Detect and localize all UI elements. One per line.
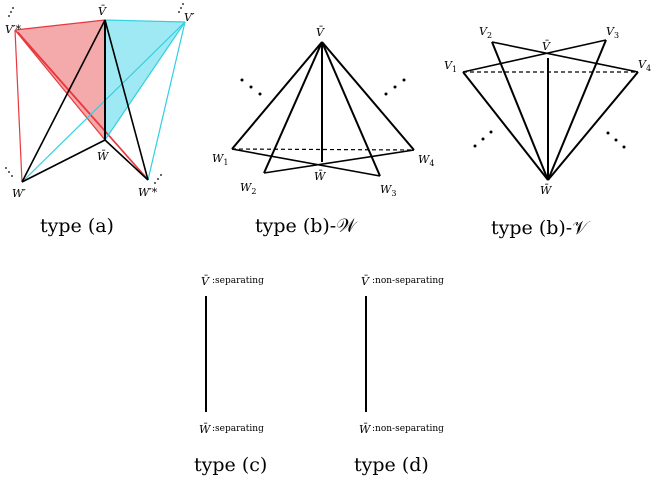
tag-d-top: :non-separating xyxy=(372,276,444,286)
tag-c-bottom: :separating xyxy=(212,424,264,434)
caption-type-c: type (c) xyxy=(194,454,267,476)
dot-left xyxy=(240,78,244,82)
edge-w1-w3 xyxy=(231,148,381,177)
edge-wbar-v4 xyxy=(547,71,639,181)
red-edge-top xyxy=(14,19,106,31)
diagram-type-a: V̄ V′* V′ W̄ W′ W′* type (a) xyxy=(5,3,195,237)
cyan-edge-top xyxy=(104,19,186,23)
label-vbar-c: V̄ xyxy=(201,275,210,288)
red-edge-diagonal-1 xyxy=(14,29,149,181)
cyan-edge-to-wbar xyxy=(104,21,186,141)
edge-vbar-w2 xyxy=(263,41,323,174)
diagram-type-b-v: V̄ W̄ V1 V2 V3 V4 type (b)-𝒱 xyxy=(444,25,651,239)
label-v1: V1 xyxy=(444,59,457,74)
black-edge-wbar-wprime xyxy=(21,139,106,183)
label-v-prime-star: V′* xyxy=(5,23,21,36)
tag-d-bottom: :non-separating xyxy=(372,424,444,434)
label-w3: W3 xyxy=(380,183,396,198)
edge-vbar-w1 xyxy=(231,41,323,150)
dot-right xyxy=(614,138,618,142)
label-w2: W2 xyxy=(240,181,256,196)
tag-c-top: :separating xyxy=(212,276,264,286)
cyan-edge-right xyxy=(147,21,186,181)
dot-right xyxy=(402,78,406,82)
label-v4: V4 xyxy=(638,58,651,73)
dot-right xyxy=(622,145,626,149)
dot-w-prime-star xyxy=(160,174,162,176)
dot-v-prime xyxy=(178,11,180,13)
dot-v-prime xyxy=(180,7,182,9)
dot-v-prime xyxy=(182,3,184,5)
red-edge-to-wbar xyxy=(14,29,106,141)
label-wbar-d: W̄ xyxy=(359,423,372,436)
red-edge-diagonal-2 xyxy=(17,31,147,178)
label-w-prime: W′ xyxy=(12,187,26,200)
cyan-edge-diagonal xyxy=(21,21,186,183)
label-v3: V3 xyxy=(606,25,619,40)
dot-left xyxy=(258,92,262,96)
black-edge-vbar-wprime-star xyxy=(104,19,149,181)
diagram-type-b-w: V̄ W̄ W1 W2 W3 W4 type (b)-𝒲 xyxy=(212,26,434,237)
dot-left xyxy=(489,130,493,134)
dot-left xyxy=(249,85,253,89)
dot-left xyxy=(481,137,485,141)
dot-right xyxy=(606,131,610,135)
label-v-prime: V′ xyxy=(184,11,195,24)
label-wbar-bv: W̄ xyxy=(540,184,553,197)
edge-wbar-v3 xyxy=(547,39,607,181)
dot-w-prime-star xyxy=(157,178,159,180)
label-wbar-c: W̄ xyxy=(199,423,212,436)
diagram-type-d: V̄ :non-separating W̄ :non-separating ty… xyxy=(354,275,444,476)
dot-w-prime xyxy=(11,175,13,177)
dot-w-prime xyxy=(8,171,10,173)
dot-v-prime-star xyxy=(8,15,10,17)
label-vbar-d: V̄ xyxy=(361,275,370,288)
black-edge-vbar-wprime xyxy=(21,19,106,183)
dot-right xyxy=(393,85,397,89)
dot-w-prime xyxy=(5,167,7,169)
label-vbar-bw: V̄ xyxy=(316,26,325,39)
edge-w2-w4 xyxy=(263,149,415,174)
edge-v2-v4 xyxy=(491,41,639,73)
dot-left xyxy=(473,144,477,148)
black-edge-wbar-wprime-star xyxy=(104,139,149,181)
label-wbar-a: W̄ xyxy=(97,150,110,163)
label-wbar-bw: W̄ xyxy=(314,170,327,183)
label-w4: W4 xyxy=(418,153,434,168)
edge-v1-v3 xyxy=(462,39,607,73)
dot-w-prime-star xyxy=(154,182,156,184)
caption-type-b-w: type (b)-𝒲 xyxy=(255,215,358,237)
edge-vbar-w4 xyxy=(321,41,415,151)
caption-type-b-v: type (b)-𝒱 xyxy=(491,217,591,239)
label-vbar-bv: V̄ xyxy=(542,40,551,53)
red-edge-left xyxy=(14,29,23,183)
edge-wbar-v1 xyxy=(462,71,549,181)
label-v2: V2 xyxy=(479,25,492,40)
caption-type-d: type (d) xyxy=(354,454,429,476)
label-w-prime-star: W′* xyxy=(138,186,158,199)
edge-wbar-v2 xyxy=(491,41,549,181)
dot-v-prime-star xyxy=(10,11,12,13)
dot-right xyxy=(384,92,388,96)
edge-w1-w4-dashed xyxy=(231,148,415,151)
edge-vbar-w3 xyxy=(321,41,381,177)
diagram-type-c: V̄ :separating W̄ :separating type (c) xyxy=(194,275,267,476)
dot-v-prime-star xyxy=(12,7,14,9)
caption-type-a: type (a) xyxy=(40,215,114,237)
label-vbar-a: V̄ xyxy=(98,5,107,18)
label-w1: W1 xyxy=(212,152,228,167)
